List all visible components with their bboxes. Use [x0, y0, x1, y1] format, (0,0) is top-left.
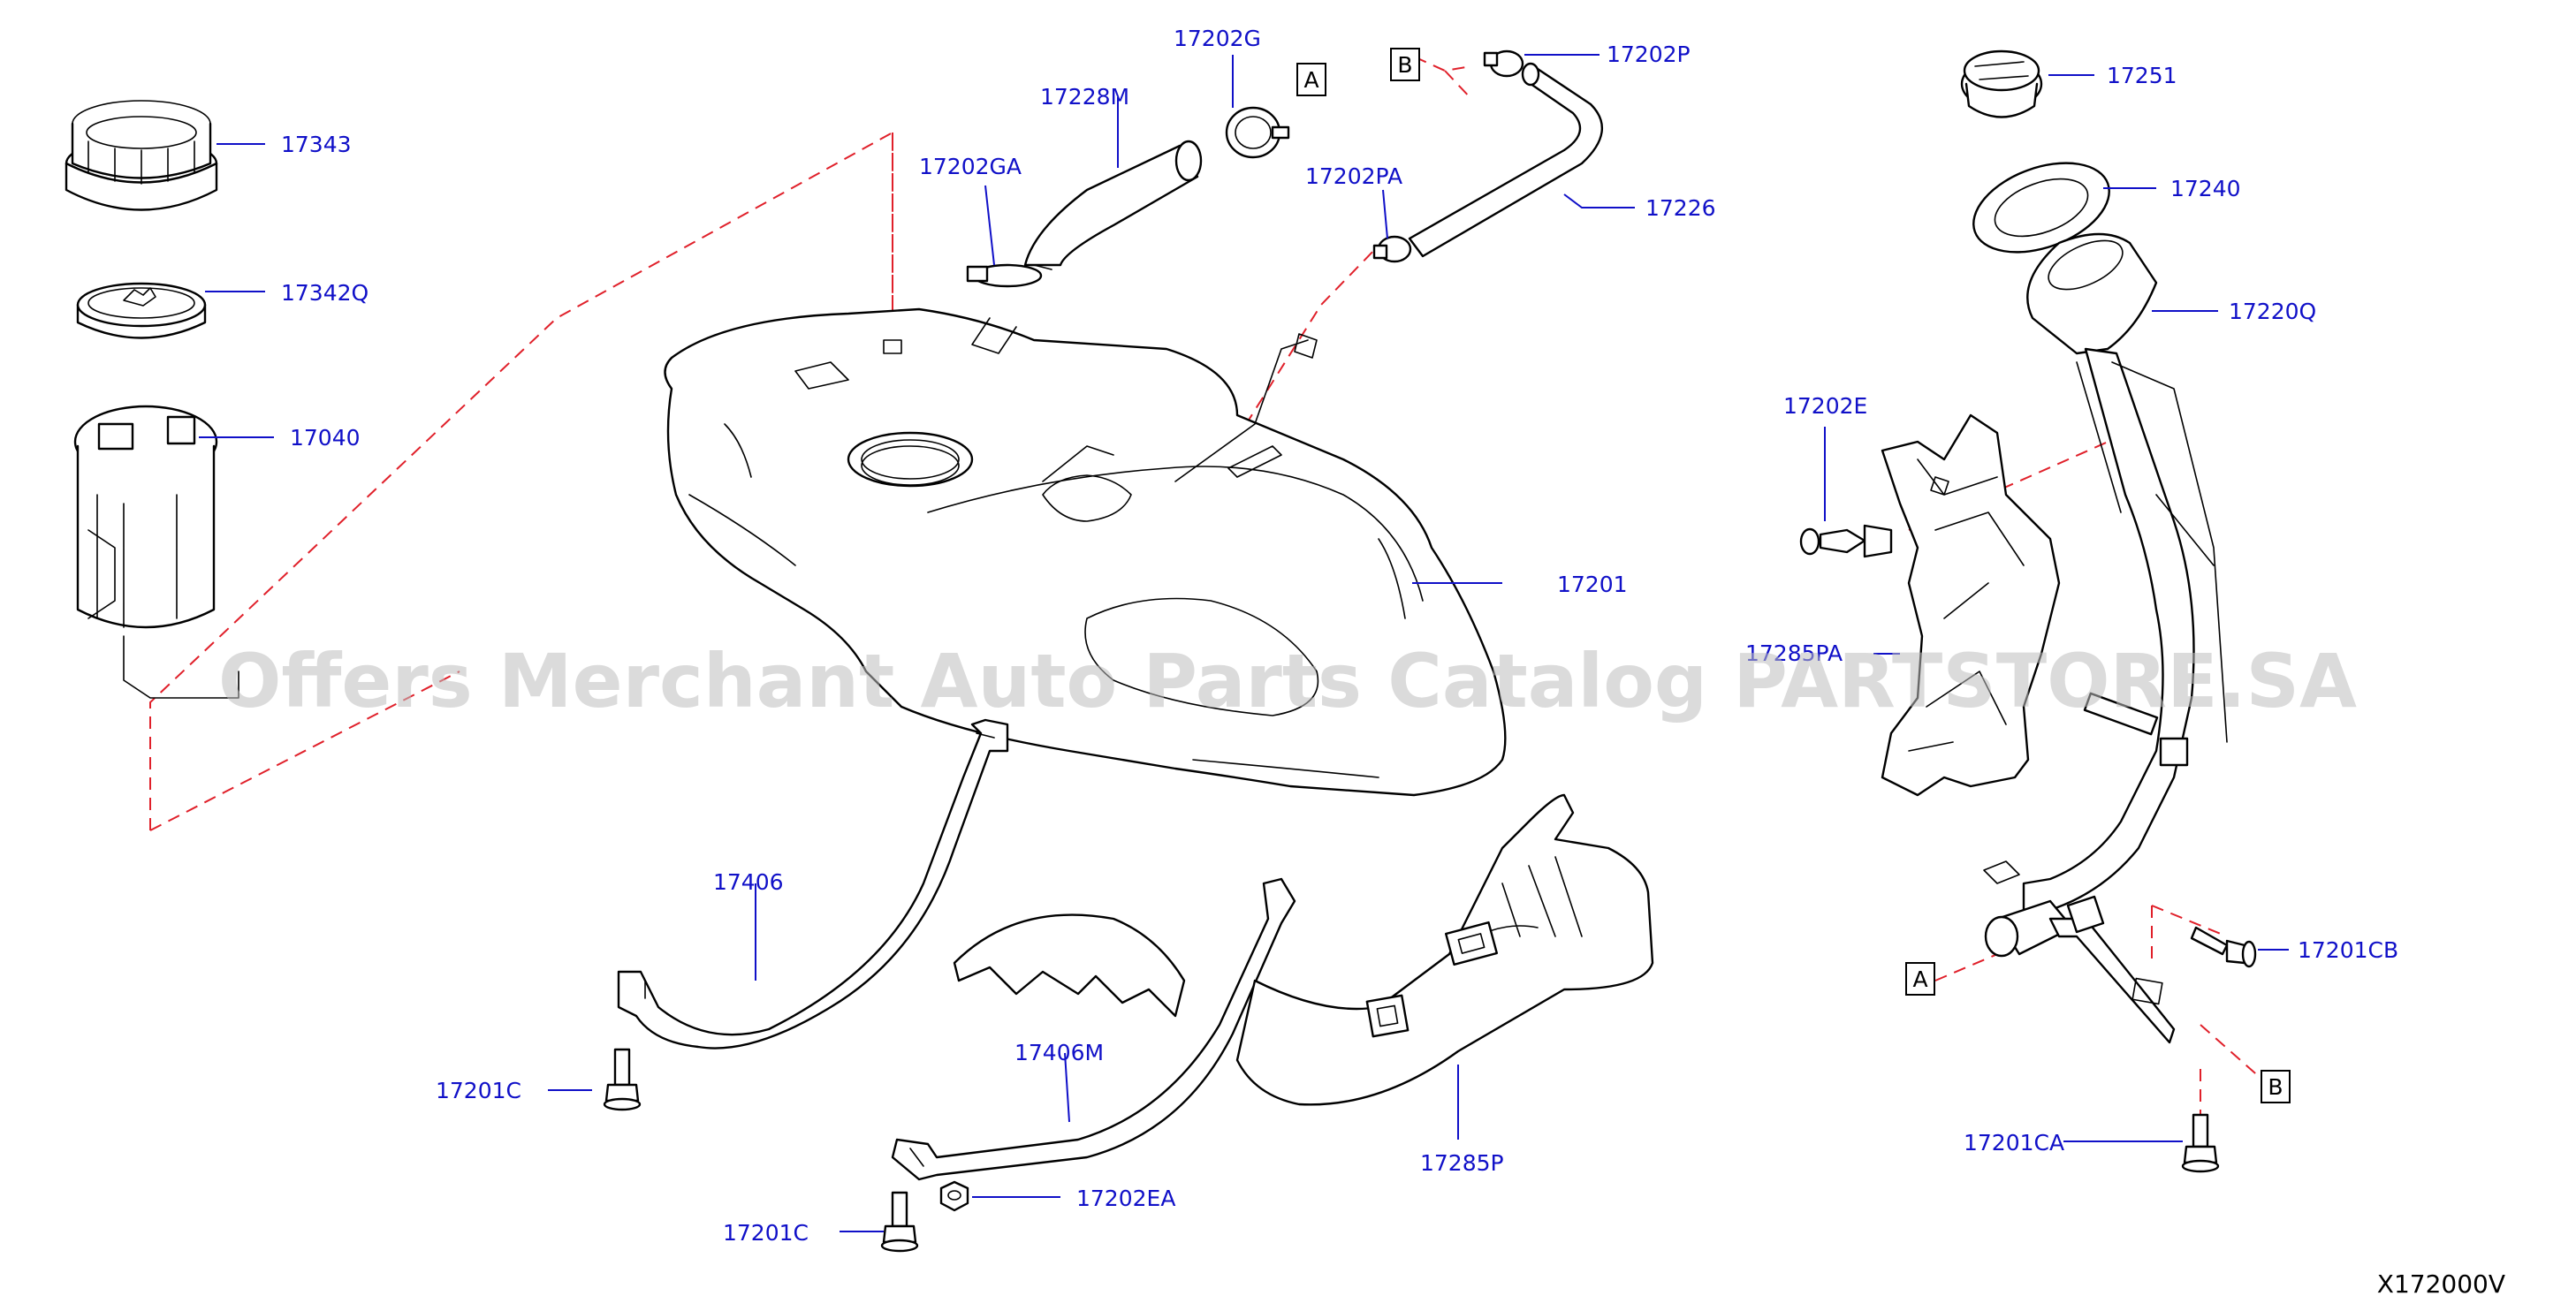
svg-text:B: B	[2268, 1074, 2283, 1100]
label-17202pa[interactable]: 17202PA	[1305, 163, 1402, 189]
label-17285p[interactable]: 17285P	[1420, 1150, 1504, 1176]
lock-ring-17343[interactable]	[65, 100, 218, 211]
label-17406m[interactable]: 17406M	[1014, 1040, 1104, 1065]
connector-ref-b-top: B	[1390, 48, 1420, 81]
filler-hose-17228m[interactable]	[1023, 140, 1203, 270]
heat-insulator-17285p[interactable]	[1235, 793, 1654, 1106]
watermark-text: Offers Merchant Auto Parts Catalog PARTS…	[218, 638, 2357, 724]
connector-ref-b-bottom: B	[2261, 1070, 2291, 1103]
fuel-pump-module-17040[interactable]	[73, 405, 239, 699]
clip-17202e[interactable]	[1799, 524, 1893, 558]
label-17406[interactable]: 17406	[713, 869, 784, 895]
label-17202ga[interactable]: 17202GA	[919, 154, 1022, 179]
hose-clamp-17202p[interactable]	[1483, 49, 1524, 78]
hose-clamp-17202pa[interactable]	[1372, 235, 1412, 263]
heat-insulator-17285pa[interactable]	[1881, 413, 2061, 797]
svg-text:A: A	[1912, 966, 1927, 992]
filler-seal-17240[interactable]	[1961, 146, 2121, 269]
part-labels: 17343 17342Q 17040 17202G 17228M 17202GA…	[281, 26, 2398, 1246]
label-17285pa[interactable]: 17285PA	[1745, 640, 1843, 666]
tank-strap-17406[interactable]	[617, 718, 1009, 1050]
label-17226[interactable]: 17226	[1645, 195, 1716, 221]
label-17343[interactable]: 17343	[281, 132, 352, 157]
label-17202p[interactable]: 17202P	[1607, 42, 1691, 67]
seal-ring-17342q[interactable]	[76, 282, 207, 339]
breather-hose-17226[interactable]	[1408, 62, 1603, 258]
leader-lines	[199, 54, 2289, 1232]
bolt-17201c-left[interactable]	[603, 1048, 642, 1111]
connector-ref-a-top: A	[1296, 63, 1326, 96]
connector-ref-a-bottom: A	[1905, 962, 1935, 996]
filler-cap-17251[interactable]	[1960, 49, 2043, 118]
diagram-code: X172000V	[2377, 1269, 2505, 1299]
label-17342q[interactable]: 17342Q	[281, 280, 369, 306]
svg-text:A: A	[1303, 67, 1318, 93]
bolt-17201c-center[interactable]	[880, 1191, 919, 1253]
svg-text:B: B	[1397, 52, 1412, 78]
label-17201[interactable]: 17201	[1557, 572, 1628, 597]
label-17201cb[interactable]: 17201CB	[2298, 937, 2398, 963]
hose-clamp-17202ga[interactable]	[966, 263, 1043, 288]
label-17240[interactable]: 17240	[2170, 176, 2241, 201]
bolt-17201ca[interactable]	[2181, 1113, 2220, 1173]
filler-tube-17220q[interactable]	[1983, 231, 2228, 1044]
tank-strap-17406m[interactable]	[891, 877, 1296, 1181]
fuel-tank-17201[interactable]	[664, 307, 1507, 797]
label-17202g[interactable]: 17202G	[1174, 26, 1261, 51]
label-17202e[interactable]: 17202E	[1783, 393, 1867, 419]
label-17201ca[interactable]: 17201CA	[1964, 1130, 2064, 1156]
bolt-17201cb[interactable]	[2190, 926, 2257, 968]
label-17201c-left[interactable]: 17201C	[436, 1078, 521, 1103]
heat-shield-center[interactable]	[953, 913, 1186, 1018]
label-17040[interactable]: 17040	[290, 425, 361, 451]
label-17228m[interactable]: 17228M	[1040, 84, 1129, 110]
hose-clamp-17202g[interactable]	[1225, 106, 1290, 159]
label-17220q[interactable]: 17220Q	[2229, 299, 2316, 324]
label-17201c-center[interactable]: 17201C	[723, 1220, 809, 1246]
label-17202ea[interactable]: 17202EA	[1076, 1186, 1175, 1211]
nut-17202ea[interactable]	[939, 1180, 969, 1212]
label-17251[interactable]: 17251	[2107, 63, 2177, 88]
assembly-dashed-lines	[149, 48, 2263, 1140]
